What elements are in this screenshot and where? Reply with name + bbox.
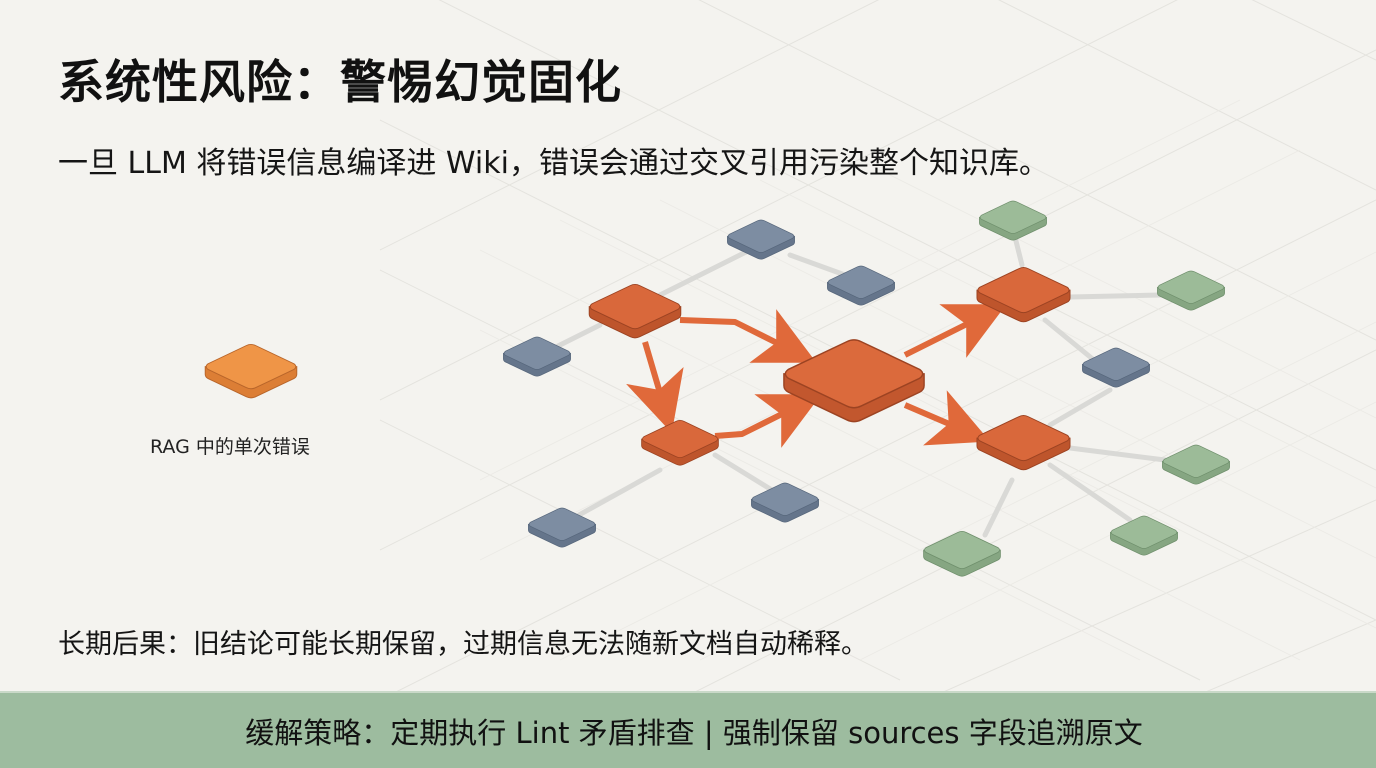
central-error-node	[783, 339, 925, 422]
contaminated-nodes	[923, 200, 1230, 577]
slide-title: 系统性风险：警惕幻觉固化	[58, 55, 622, 109]
mitigation-text: 缓解策略：定期执行 Lint 矛盾排查 | 强制保留 sources 字段追溯原…	[245, 715, 1143, 750]
mitigation-banner: 缓解策略：定期执行 Lint 矛盾排查 | 强制保留 sources 字段追溯原…	[0, 691, 1376, 768]
rag-error-node	[205, 344, 297, 398]
long-term-consequence: 长期后果：旧结论可能长期保留，过期信息无法随新文档自动稀释。	[58, 629, 868, 660]
rag-error-label: RAG 中的单次错误	[150, 436, 310, 458]
propagation-arrows	[626, 304, 1007, 448]
slide-subtitle: 一旦 LLM 将错误信息编译进 Wiki，错误会通过交叉引用污染整个知识库。	[58, 146, 1049, 181]
error-propagation-diagram	[205, 200, 1230, 577]
